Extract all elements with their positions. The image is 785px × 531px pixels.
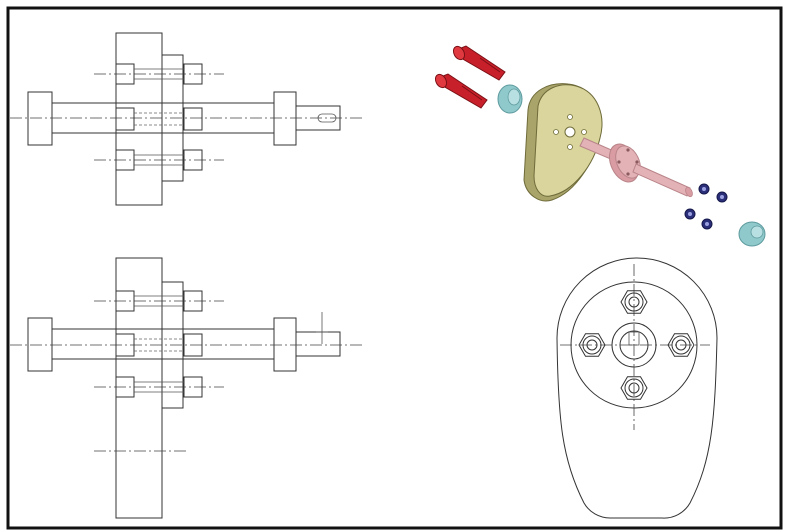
front-bolt-top <box>94 63 224 85</box>
exploded-nuts <box>684 183 728 230</box>
exploded-bolt-lower <box>434 73 488 109</box>
hex-nut-left <box>578 333 606 357</box>
exploded-collar-right <box>738 221 766 247</box>
bottom-bolt-bottom <box>94 376 224 398</box>
front-view <box>10 32 362 206</box>
bottom-bolt-middle <box>115 333 203 357</box>
cam-plate-outline <box>556 257 718 519</box>
sheet-border <box>6 6 783 530</box>
bottom-view <box>10 257 362 519</box>
exploded-shaft <box>579 137 693 198</box>
isometric-exploded-view <box>434 45 766 247</box>
bottom-bolt-top <box>94 290 224 312</box>
cam-plate-end-view <box>556 257 718 519</box>
exploded-cam-plate <box>523 83 603 202</box>
hex-nut-right <box>667 333 695 357</box>
hex-nut-bottom <box>620 376 648 400</box>
hex-nut-top <box>620 290 648 314</box>
front-bolt-middle <box>115 107 203 131</box>
exploded-bolt-upper <box>452 45 506 81</box>
front-bolt-bottom <box>94 149 224 171</box>
exploded-collar-left <box>497 84 523 114</box>
